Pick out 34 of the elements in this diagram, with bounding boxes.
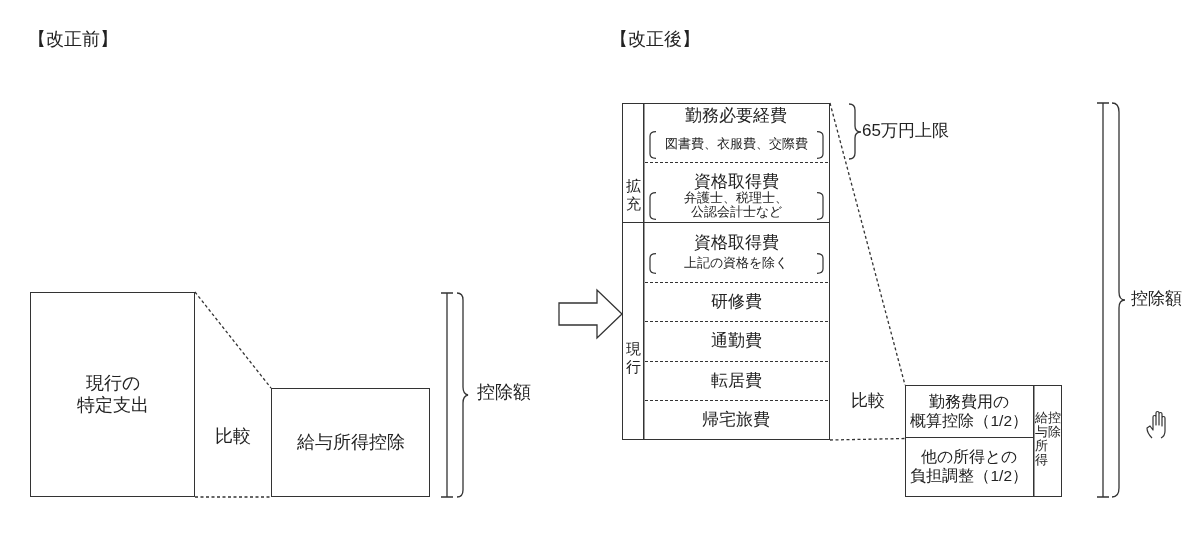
item-note: 上記の資格を除く: [684, 255, 789, 270]
dashed-line: [194, 291, 272, 389]
item-label: 給与所得控除: [296, 431, 405, 454]
item-name: 転居費: [710, 370, 762, 392]
outlined-box: [905, 385, 1062, 497]
item-name: 他の所得との負担調整（1/2）: [910, 447, 1029, 486]
table-row: [644, 104, 828, 163]
vertical-label: 拡充: [625, 177, 641, 213]
block-arrow: [558, 288, 623, 340]
item-name: 勤務必要経費: [685, 106, 788, 127]
item-name: 研修費: [710, 291, 762, 313]
comparison-label: 比較: [215, 426, 251, 447]
item-note: 図書費、衣服費、交際費: [664, 136, 808, 152]
limit-label: 65万円上限: [862, 121, 949, 142]
range-label: 控除額: [477, 382, 531, 403]
comparison-label: 比較: [851, 391, 885, 412]
section-heading: 【改正前】: [28, 29, 118, 51]
dashed-line: [194, 496, 272, 498]
item-name: 勤務費用の概算控除（1/2）: [910, 392, 1029, 431]
range-label: 控除額: [1131, 289, 1182, 310]
vertical-label: 現行: [625, 340, 641, 376]
outlined-box: [271, 388, 430, 497]
table-section: [622, 223, 830, 440]
item-name: 資格取得費: [693, 172, 779, 192]
item-name: 帰宅旅費: [702, 409, 771, 430]
item-name: 資格取得費: [693, 232, 779, 254]
dashed-line: [829, 437, 906, 441]
item-label: 現行の特定支出: [76, 372, 149, 417]
item-note: 弁護士、税理士、公認会計士など: [684, 191, 789, 220]
table-section: [622, 103, 830, 223]
section-heading: 【改正後】: [610, 29, 700, 51]
vertical-label: 給与所得控除: [1035, 411, 1061, 467]
item-name: 通勤費: [710, 331, 762, 352]
outlined-box: [30, 292, 195, 497]
